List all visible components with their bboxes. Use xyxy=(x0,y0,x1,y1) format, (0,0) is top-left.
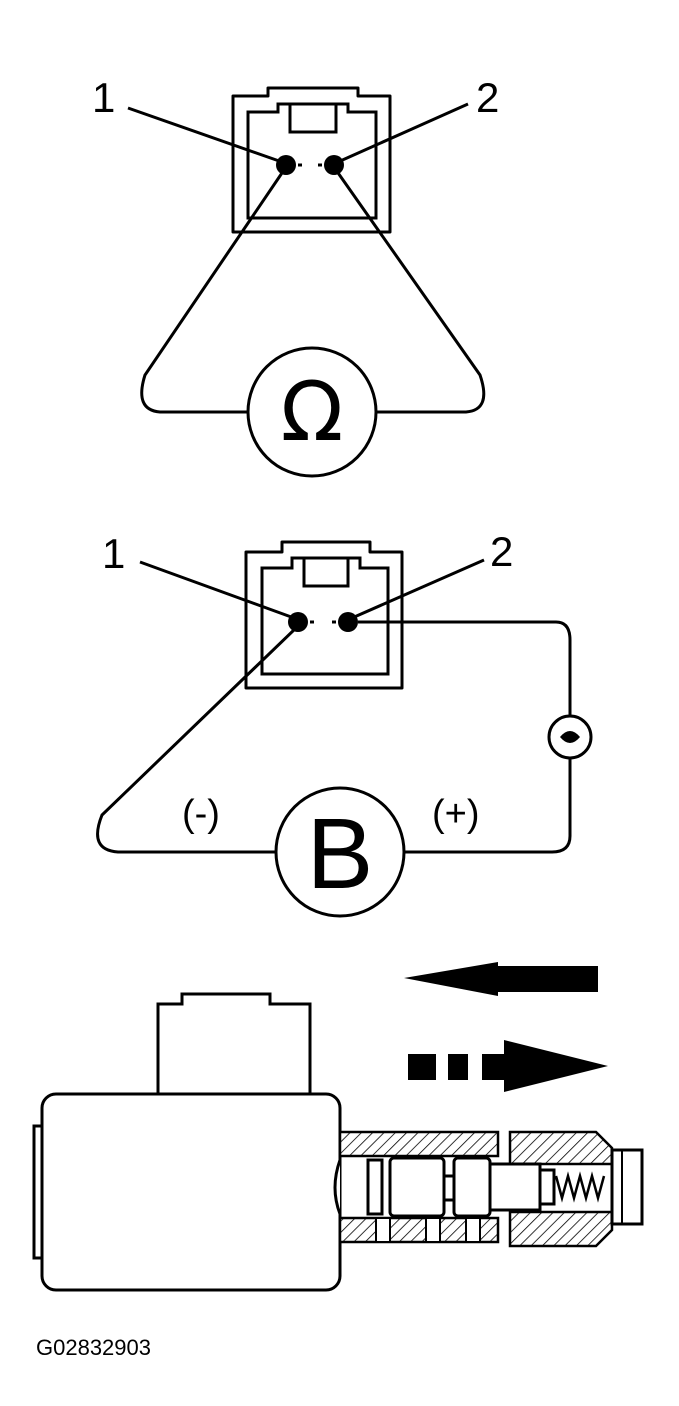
pin-2-label: 2 xyxy=(476,74,499,121)
connector-top xyxy=(231,86,392,234)
ohmmeter xyxy=(246,346,378,478)
positive-polarity-label: (+) xyxy=(432,793,480,835)
battery-symbol: B xyxy=(307,798,374,910)
leader-line-1 xyxy=(139,560,295,620)
pin-1-terminal xyxy=(276,155,296,175)
valve-spring xyxy=(554,1171,606,1203)
battery xyxy=(274,786,406,918)
ohmmeter-lead-negative xyxy=(140,169,286,414)
negative-polarity-label: (-) xyxy=(182,793,220,835)
figure-id: G02832903 xyxy=(36,1335,151,1360)
ohm-symbol: Ω xyxy=(281,365,344,460)
resistance-test-group: 1 2 Ω xyxy=(92,74,499,478)
leader-line-2 xyxy=(337,102,469,164)
battery-lead-positive xyxy=(358,620,572,854)
leader-line-2 xyxy=(351,558,485,620)
valve-spool xyxy=(333,1156,556,1218)
arrow-left-icon xyxy=(404,962,598,996)
battery-lead-negative xyxy=(96,626,298,854)
pin-2-label: 2 xyxy=(490,528,513,575)
operation-test-group: 1 2 B (-) (+) xyxy=(96,528,593,918)
pin-1-label: 1 xyxy=(92,74,115,121)
solenoid-valve xyxy=(32,992,644,1292)
pin-1-terminal xyxy=(288,612,308,632)
leader-line-1 xyxy=(127,106,283,164)
pin-1-label: 1 xyxy=(102,530,125,577)
solenoid-body xyxy=(40,1092,342,1292)
valve-movement-group xyxy=(32,962,644,1292)
pin-2-terminal xyxy=(338,612,358,632)
connector-middle xyxy=(244,540,404,690)
arrow-right-dashed-icon xyxy=(408,1040,608,1092)
pin-2-terminal xyxy=(324,155,344,175)
valve-connector-housing xyxy=(156,992,312,1094)
valve-end-cap xyxy=(610,1148,644,1226)
bulb-icon xyxy=(547,714,593,760)
ohmmeter-lead-positive xyxy=(334,169,486,414)
